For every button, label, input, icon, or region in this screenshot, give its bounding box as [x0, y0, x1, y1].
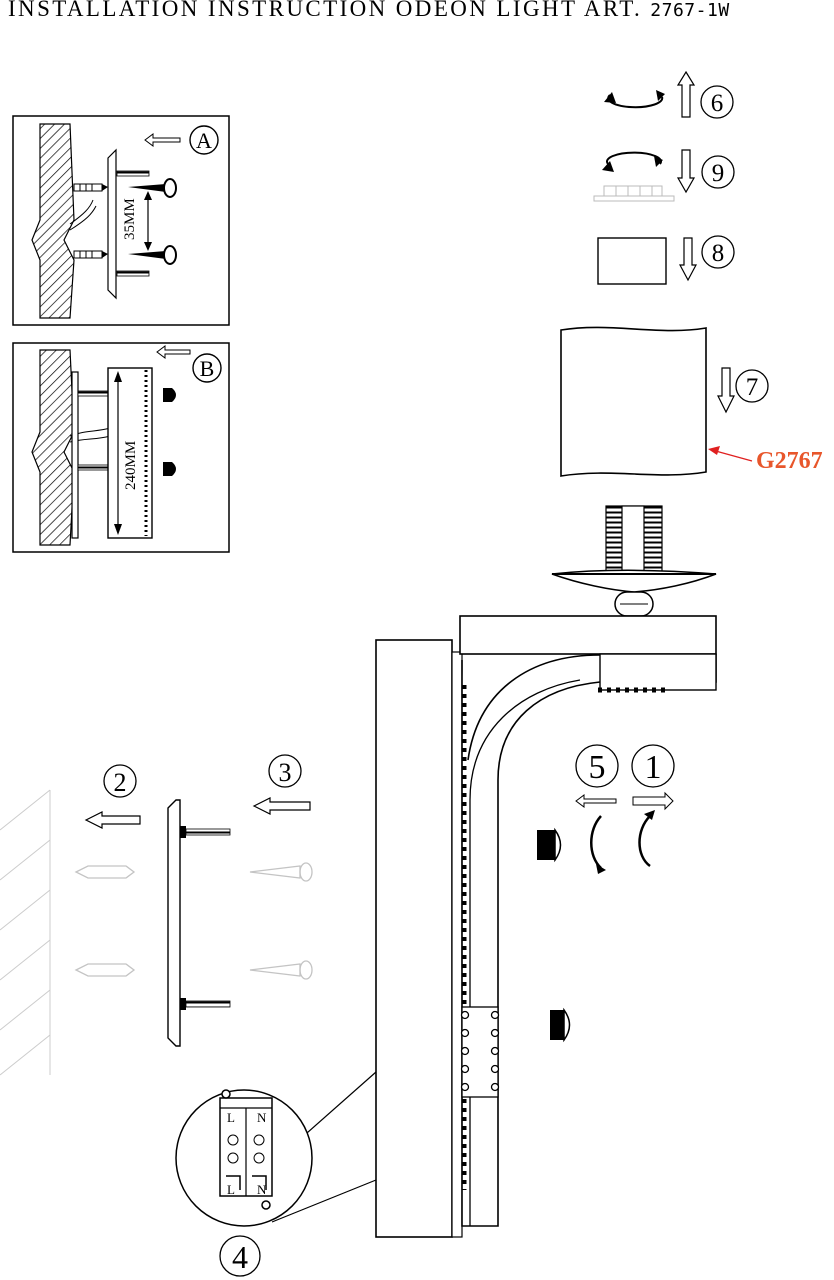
step-7-group: 7 [717, 367, 769, 414]
step-5-number: 5 [589, 749, 606, 786]
decorative-cap-top [163, 388, 176, 402]
lamp-socket [551, 505, 717, 617]
step-6-group: 6 [604, 70, 734, 119]
terminal-block-detail: L N L N [175, 1071, 377, 1227]
panel-b-label: B [200, 356, 215, 381]
step-2-number: 2 [114, 768, 127, 797]
wall-backplate [375, 639, 463, 1238]
step-6-number: 6 [711, 90, 724, 117]
step-3-number: 3 [279, 758, 292, 787]
step-1-group: 1 [631, 744, 675, 868]
step-7-number: 7 [746, 374, 759, 401]
step-4-number: 4 [232, 1239, 248, 1275]
terminal-live-top: L [227, 1110, 235, 1125]
step-5-group: 5 [575, 744, 619, 874]
mounting-bar [167, 799, 231, 1047]
step-1-number: 1 [645, 749, 662, 786]
wall-ghost [0, 789, 51, 1076]
shade-code-label: G2767 [756, 448, 823, 474]
step-4-group: 4 [219, 1235, 261, 1277]
wall-plugs-ghost [74, 862, 313, 980]
terminal-neutral-top: N [257, 1110, 267, 1125]
decorative-cap-1 [537, 827, 562, 863]
article-number: 2767-1W [650, 0, 730, 21]
panel-a: 35MM A [12, 115, 230, 326]
step-8-number: 8 [712, 240, 725, 267]
wall-plug-top [73, 183, 108, 192]
panel-a-label: A [196, 128, 212, 153]
screw-bottom [128, 245, 177, 265]
dimension-35mm: 35MM [122, 198, 138, 240]
step-9-number: 9 [712, 160, 725, 187]
step-8-group: 8 [597, 235, 735, 285]
screw-top [128, 178, 177, 198]
wall-plug-bottom [73, 250, 108, 259]
lamp-arm [459, 615, 717, 1227]
page-title: INSTALLATION INSTRUCTION ODEON LIGHT ART… [8, 0, 730, 22]
step-3-group: 3 [252, 754, 311, 815]
decorative-cap-bottom [163, 462, 176, 476]
glass-shade [560, 326, 707, 477]
step-9-group: 9 [593, 149, 735, 202]
shade-code-callout: G2767 [708, 446, 823, 474]
dimension-240mm: 240MM [123, 441, 139, 490]
terminal-neutral-bottom: N [257, 1182, 267, 1197]
title-text: INSTALLATION INSTRUCTION ODEON LIGHT ART… [8, 0, 643, 21]
step-2-group: 2 [84, 764, 141, 829]
terminal-live-bottom: L [227, 1182, 235, 1197]
panel-b: 240MM B [12, 342, 230, 553]
decorative-cap-2 [550, 1007, 571, 1043]
